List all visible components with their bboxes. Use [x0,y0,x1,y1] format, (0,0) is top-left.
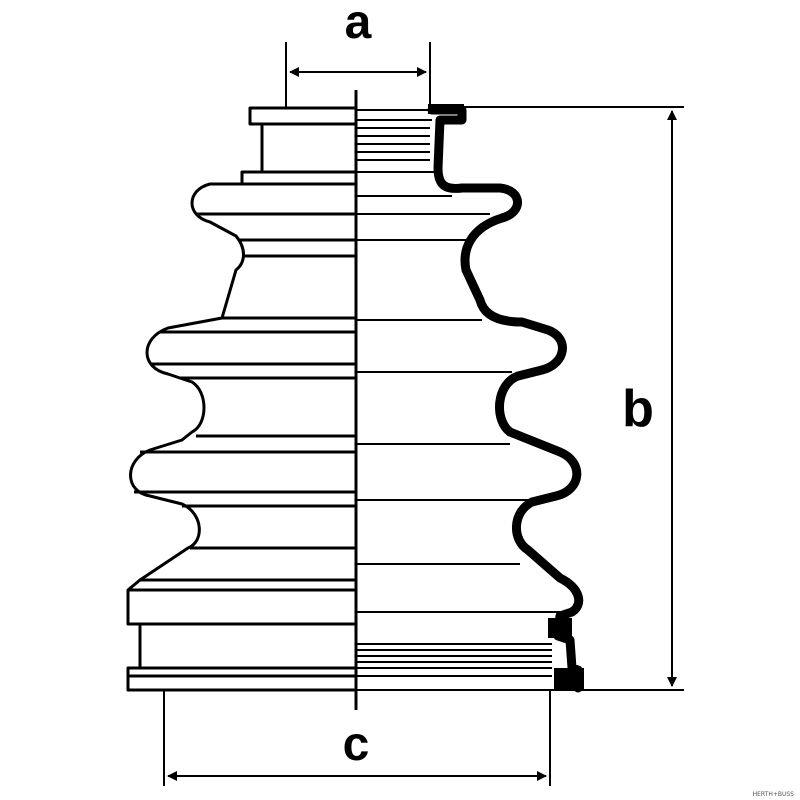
small-cuff-cap [428,104,464,114]
dimension-a [285,42,431,108]
dimension-c [163,690,551,786]
watermark-text: HERTH+BUSS [753,791,795,798]
boot-outer-outline [126,106,358,692]
label-b: b [622,380,654,438]
label-c: c [343,718,370,771]
boot-wall-profile [427,105,584,693]
large-cuff-cap [548,618,572,638]
boot-outer-view [126,106,358,692]
dimension-b [440,106,684,691]
large-cuff-foot [554,668,584,690]
boot-section-view [356,104,584,693]
label-a: a [345,0,372,49]
